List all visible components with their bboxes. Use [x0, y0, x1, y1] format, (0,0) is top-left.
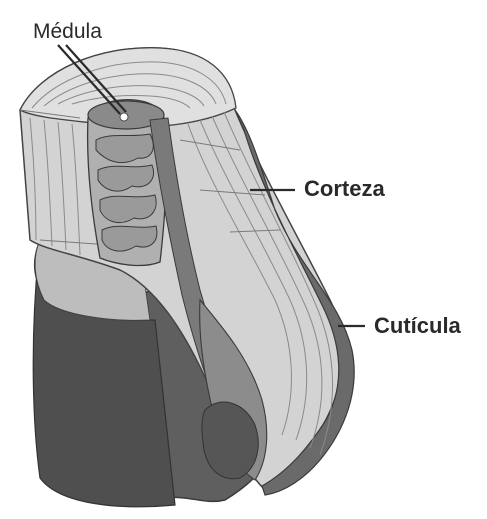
- label-medula: Médula: [33, 21, 102, 42]
- label-cuticula: Cutícula: [374, 315, 461, 337]
- label-corteza: Corteza: [304, 178, 385, 200]
- medulla-center-dot: [120, 113, 128, 121]
